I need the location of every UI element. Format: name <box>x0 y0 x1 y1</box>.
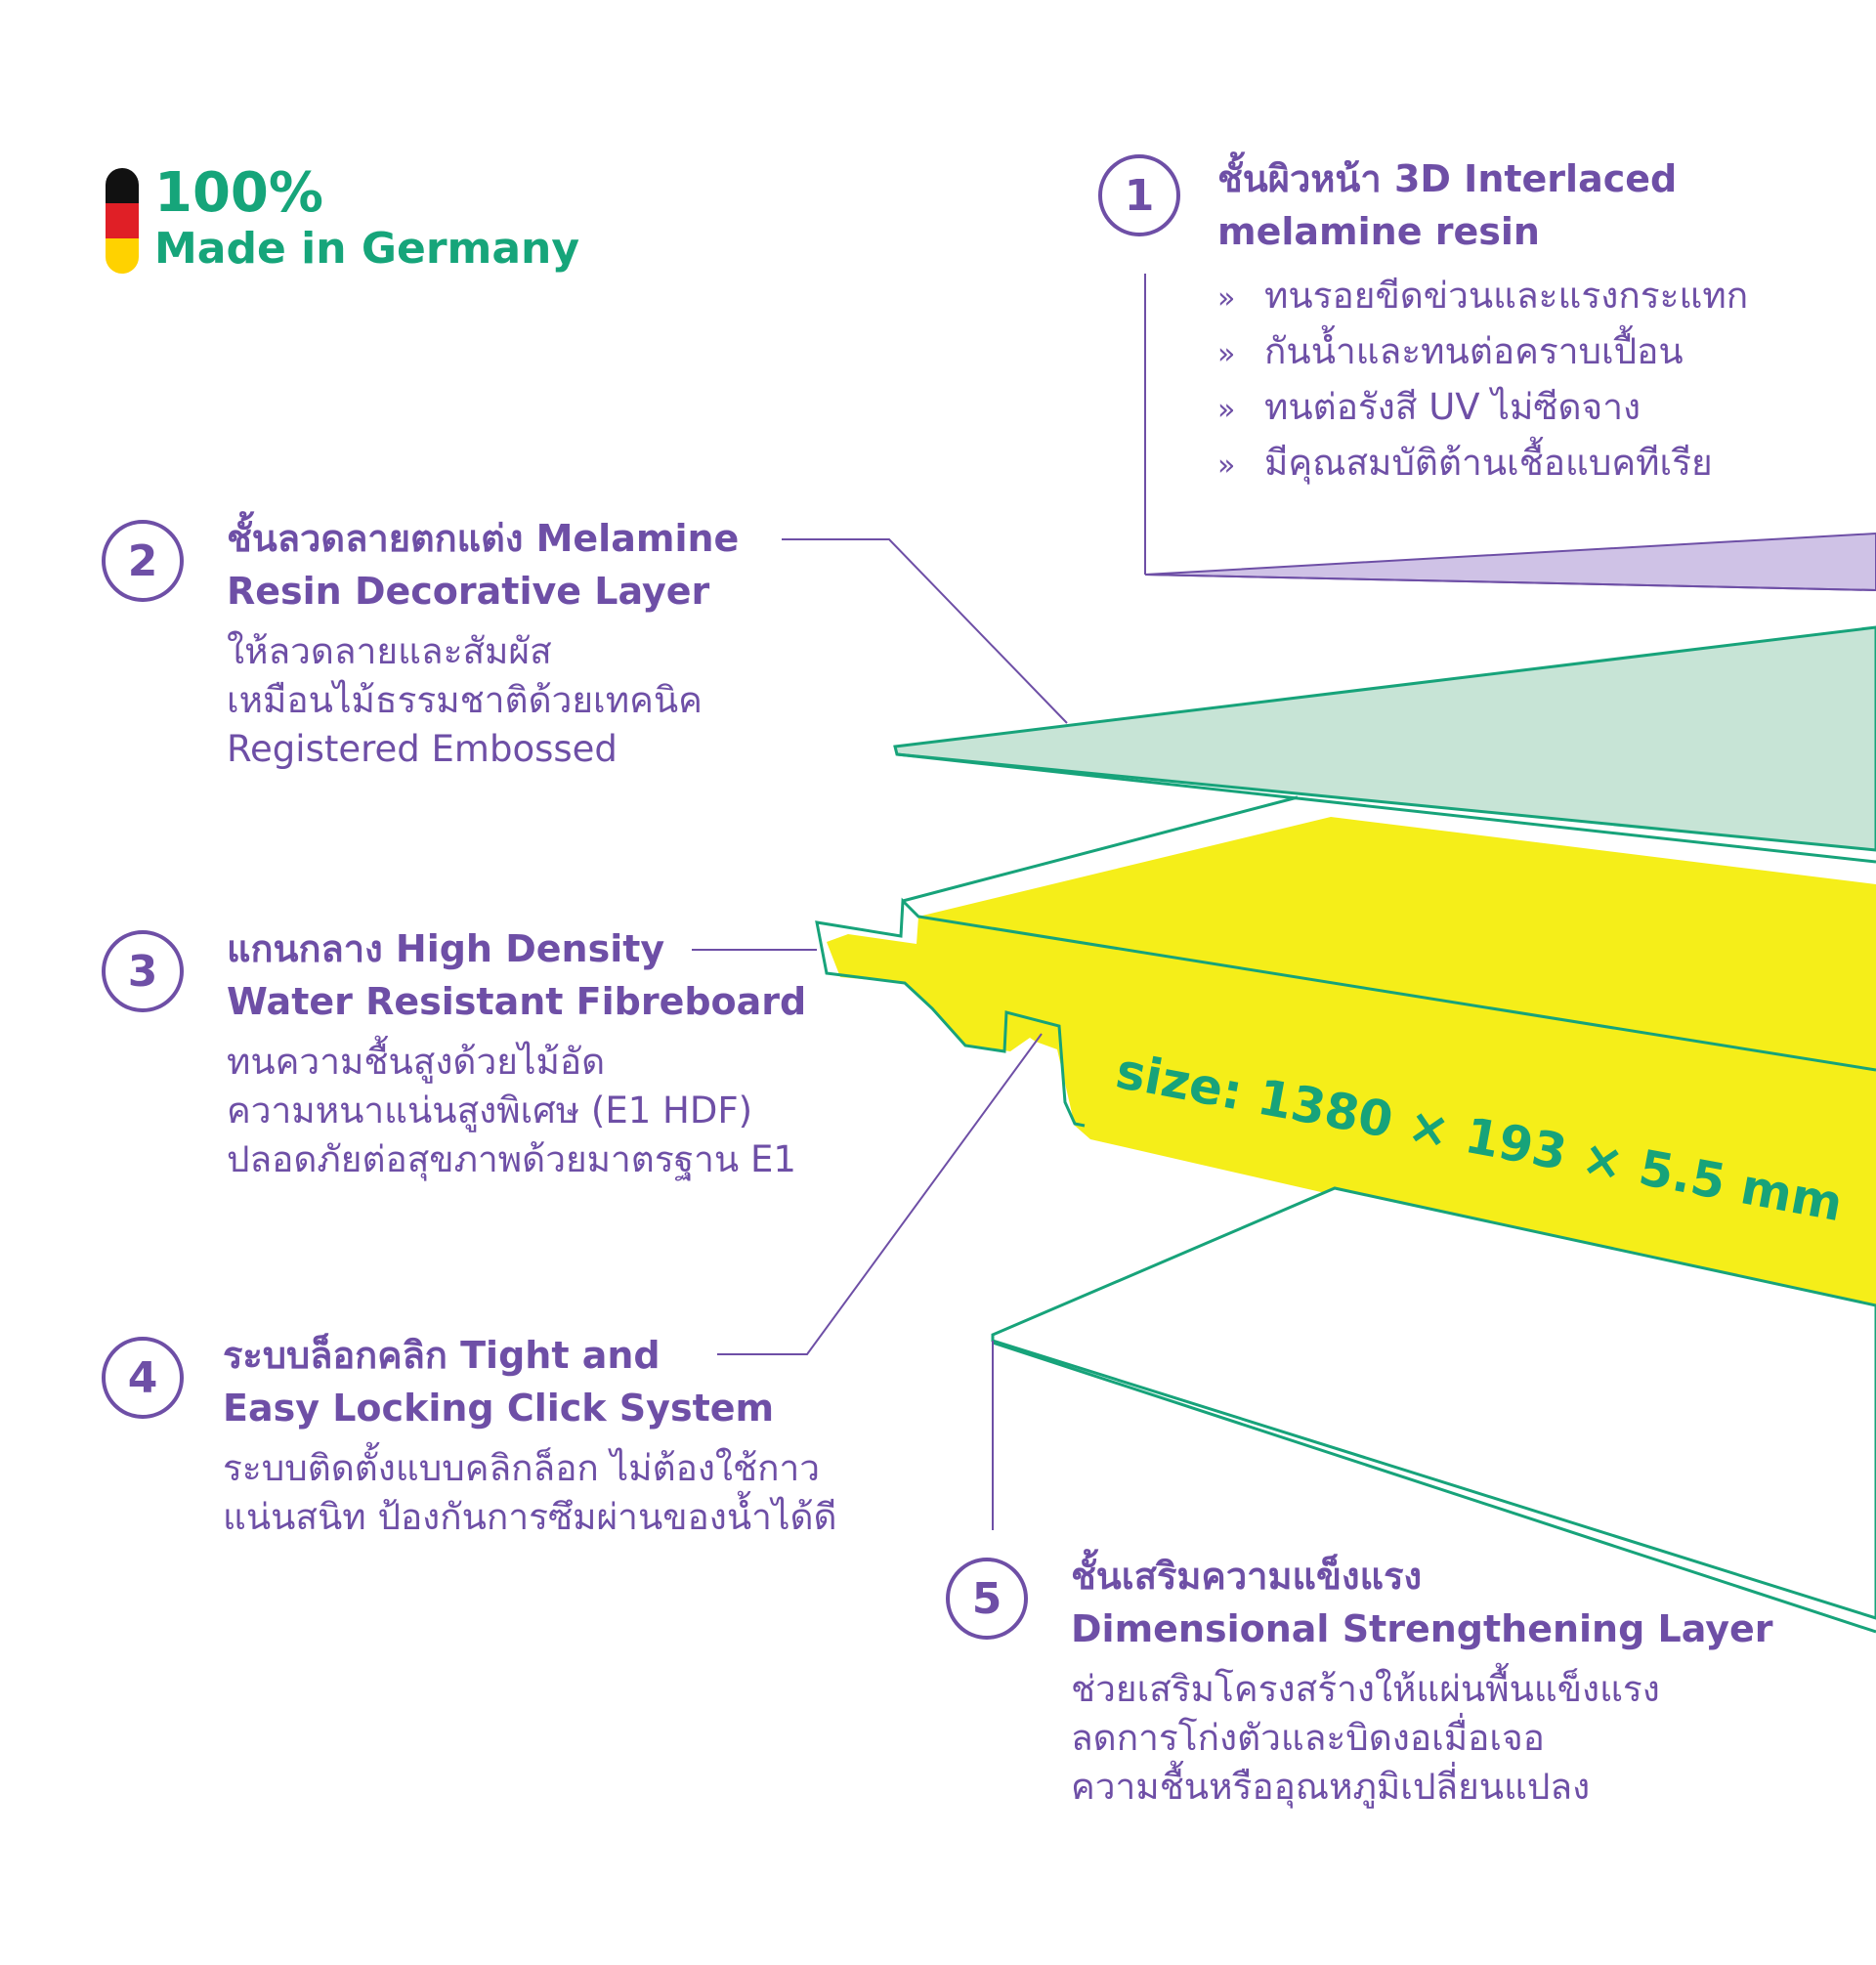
list-item: »ทนต่อรังสี UV ไม่ซีดจาง <box>1217 386 1642 428</box>
layer-1-number: 1 <box>1098 154 1180 236</box>
layer-2-title: ชั้นลวดลายตกแต่ง Melamine <box>227 517 740 560</box>
layer-4-desc: ระบบติดตั้งแบบคลิกล็อก ไม่ต้องใช้กาว แน่… <box>223 1447 837 1538</box>
list-item: »กันน้ำและทนต่อคราบเปื้อน <box>1217 330 1684 372</box>
list-item: »ทนรอยขีดข่วนและแรงกระแทก <box>1217 275 1749 317</box>
germany-flag-icon <box>106 168 139 274</box>
badge-made-in: Made in Germany <box>154 224 580 274</box>
layer-3-outline <box>815 897 1876 1128</box>
layer-2-number: 2 <box>102 520 184 602</box>
list-item: »มีคุณสมบัติต้านเชื้อแบคทีเรีย <box>1217 442 1713 484</box>
made-in-germany-badge: 100% Made in Germany <box>106 164 579 276</box>
layer-3-top-back <box>902 795 1299 903</box>
layer-3-title-2: Water Resistant Fibreboard <box>227 980 807 1023</box>
layer-2-callout: ชั้นลวดลายตกแต่ง Melamine Resin Decorati… <box>227 512 739 774</box>
layer-3-desc: ทนความชื้นสูงด้วยไม้อัด ความหนาแน่นสูงพิ… <box>227 1041 796 1180</box>
layer-4-number: 4 <box>102 1337 184 1419</box>
layer-1-callout: ชั้นผิวหน้า 3D Interlaced melamine resin… <box>1217 152 1748 492</box>
layer-5-edge <box>992 1341 1876 1634</box>
layer-1-title: ชั้นผิวหน้า 3D Interlaced <box>1217 157 1678 200</box>
layer-3-title: แกนกลาง High Density <box>227 927 665 970</box>
layer-1-title-2: melamine resin <box>1217 210 1540 253</box>
layer-4-callout: ระบบล็อกคลิก Tight and Easy Locking Clic… <box>223 1329 837 1542</box>
layer-1-edge <box>1144 574 1876 591</box>
leader-2 <box>782 538 1068 724</box>
leader-4 <box>717 1033 1043 1355</box>
layer-2-title-2: Resin Decorative Layer <box>227 570 710 613</box>
badge-percent: 100% <box>154 161 324 225</box>
layer-2-desc: ให้ลวดลายและสัมผัส เหมือนไม้ธรรมชาติด้วย… <box>227 630 703 770</box>
layer-4-title-2: Easy Locking Click System <box>223 1387 775 1430</box>
layer-1-bullets: »ทนรอยขีดข่วนและแรงกระแทก »กันน้ำและทนต่… <box>1217 270 1748 492</box>
layer-4-title: ระบบล็อกคลิก Tight and <box>223 1334 661 1377</box>
layer-5-callout: ชั้นเสริมความแข็งแรง Dimensional Strengt… <box>1071 1550 1773 1812</box>
layer-5-surface <box>991 1186 1876 1620</box>
layer-3-callout: แกนกลาง High Density Water Resistant Fib… <box>227 922 806 1184</box>
layer-5-number: 5 <box>946 1558 1028 1640</box>
layer-5-title-2: Dimensional Strengthening Layer <box>1071 1607 1773 1650</box>
layer-2-edge <box>896 752 1876 864</box>
layer-3-number: 3 <box>102 930 184 1012</box>
layer-5-title: ชั้นเสริมความแข็งแรง <box>1071 1555 1423 1598</box>
layer-5-desc: ช่วยเสริมโครงสร้างให้แผ่นพื้นแข็งแรง ลดก… <box>1071 1668 1660 1808</box>
layer-2-surface <box>893 625 1876 852</box>
